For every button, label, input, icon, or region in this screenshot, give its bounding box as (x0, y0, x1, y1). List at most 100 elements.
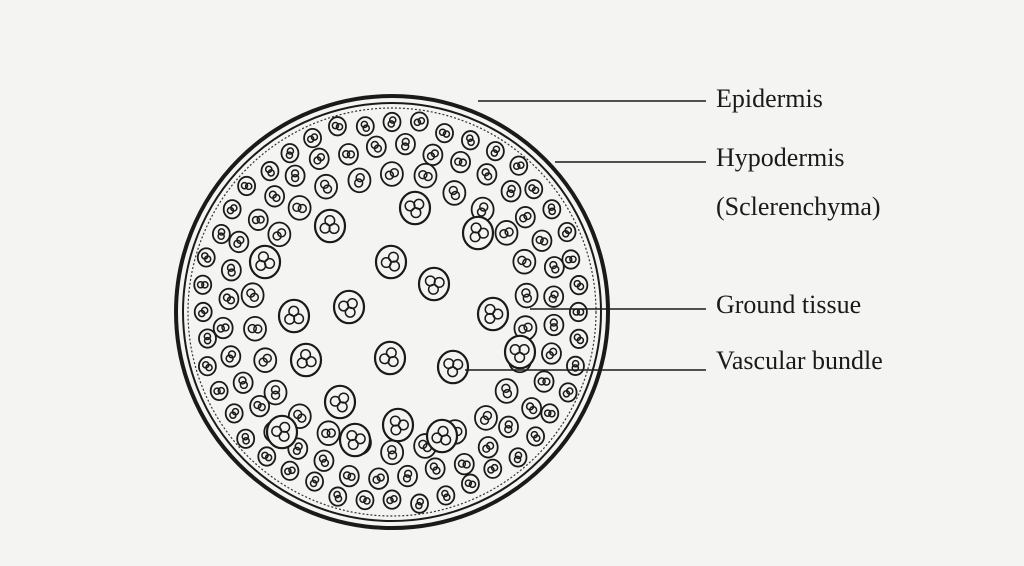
vascular-bundle (218, 287, 240, 311)
vascular-bundle (450, 150, 471, 174)
vascular-bundle (442, 180, 467, 206)
vascular-bundle (247, 208, 269, 231)
vascular-bundle (338, 464, 360, 488)
vascular-bundles (193, 111, 589, 514)
vascular-bundle (382, 111, 402, 133)
vascular-bundle (382, 489, 402, 510)
vascular-bundle (413, 162, 438, 189)
vascular-bundle (514, 282, 539, 309)
vascular-bundle (531, 229, 553, 252)
vascular-bundle (500, 180, 522, 203)
vascular-bundle (410, 493, 429, 514)
vascular-bundle (380, 439, 405, 466)
vascular-bundle (558, 382, 578, 403)
vascular-bundle (461, 130, 480, 151)
label-sclerenchyma: (Sclerenchyma) (716, 192, 881, 221)
vascular-bundle (397, 464, 418, 488)
vascular-bundle (379, 161, 404, 187)
vascular-bundle (509, 155, 529, 176)
vascular-bundle (498, 415, 519, 438)
vascular-bundle (265, 414, 299, 450)
vascular-bundle (338, 422, 372, 458)
vascular-bundle (569, 301, 588, 323)
vascular-bundle (425, 418, 459, 454)
vascular-bundle (313, 208, 347, 244)
vascular-bundle (409, 111, 429, 132)
vascular-bundle (280, 143, 300, 164)
vascular-bundle (470, 196, 495, 223)
vascular-bundle (228, 230, 250, 254)
label-ground-tissue: Ground tissue (716, 290, 862, 319)
vascular-bundle (508, 447, 528, 468)
vascular-bundle (526, 426, 545, 447)
vascular-bundle (237, 175, 256, 197)
vascular-bundle (240, 282, 265, 308)
vascular-bundle (253, 347, 278, 373)
vascular-bundle (374, 244, 408, 280)
vascular-bundle (398, 190, 432, 226)
vascular-bundle (222, 199, 242, 220)
vascular-bundle (257, 446, 277, 467)
vascular-bundle (197, 356, 217, 377)
vascular-bundle (328, 116, 347, 137)
vascular-bundle (368, 467, 390, 490)
vascular-bundle (566, 355, 585, 376)
vascular-bundle (569, 328, 589, 349)
vascular-bundle (561, 249, 581, 270)
vascular-bundle (249, 394, 271, 418)
vascular-bundle (193, 274, 213, 295)
vascular-bundle (476, 163, 498, 186)
vascular-bundle (232, 371, 254, 394)
vascular-bundle (395, 132, 416, 156)
vascular-bundle (236, 428, 256, 449)
vascular-bundle (436, 349, 470, 385)
vascular-bundle (243, 315, 267, 342)
vascular-bundle (303, 127, 322, 149)
vascular-bundle (287, 195, 312, 221)
vascular-bundle (485, 141, 505, 162)
label-hypodermis: Hypodermis (716, 143, 845, 172)
vascular-bundle (316, 420, 341, 446)
vascular-bundle (543, 313, 565, 337)
vascular-bundle (424, 457, 446, 480)
vascular-bundle (209, 380, 229, 402)
vascular-bundle (365, 135, 387, 158)
vascular-bundle (521, 397, 543, 420)
vascular-bundle (248, 244, 282, 280)
vascular-bundle (543, 256, 565, 279)
vascular-bundle (461, 215, 495, 251)
vascular-bundle (513, 315, 538, 341)
vascular-bundle (494, 378, 519, 404)
vascular-bundle (260, 161, 280, 182)
label-epidermis: Epidermis (716, 84, 823, 113)
epidermis-ring-inner (182, 102, 602, 522)
vascular-bundle (308, 147, 330, 170)
vascular-bundle (305, 471, 324, 492)
vascular-bundle (280, 460, 300, 481)
vascular-bundle (332, 289, 366, 325)
vascular-bundle (220, 345, 242, 368)
vascular-bundle (540, 403, 560, 424)
vascular-bundle (514, 206, 536, 229)
vascular-bundle (533, 370, 555, 393)
vascular-bundle (224, 403, 244, 424)
vascular-bundle (198, 328, 217, 349)
vascular-bundle (476, 296, 510, 332)
vascular-bundle (314, 173, 338, 200)
vascular-bundle (193, 301, 213, 323)
vascular-bundle (313, 449, 335, 472)
hypodermis-ring (187, 107, 597, 517)
vascular-bundle (373, 340, 407, 376)
vascular-bundle (524, 179, 544, 200)
vascular-bundle (263, 379, 288, 406)
vascular-bundle (483, 458, 503, 479)
vascular-bundle (211, 223, 231, 245)
vascular-bundle (338, 143, 359, 166)
vascular-bundle (417, 266, 451, 302)
vascular-bundle (557, 221, 577, 243)
vascular-bundle (284, 164, 306, 187)
vascular-bundle (277, 298, 311, 334)
vascular-bundle (494, 220, 519, 246)
vascular-bundle (422, 143, 444, 166)
